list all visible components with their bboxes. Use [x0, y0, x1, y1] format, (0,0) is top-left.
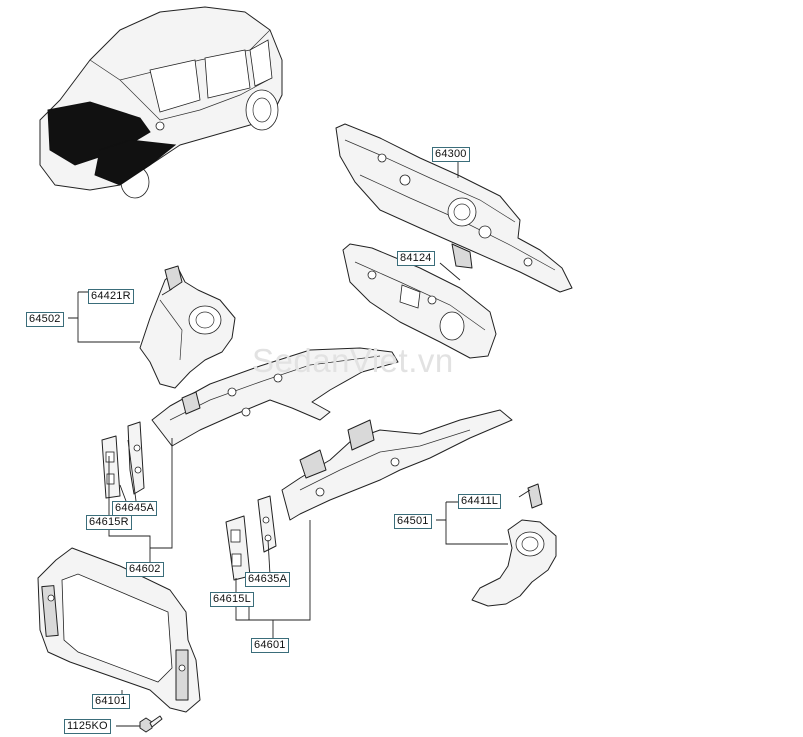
- front-side-member-rh-part: [151, 347, 399, 447]
- callout-64300[interactable]: 64300: [432, 147, 470, 162]
- callout-64501[interactable]: 64501: [394, 514, 432, 529]
- insulator-pad-part: [342, 243, 497, 359]
- callout-64635a[interactable]: 64635A: [245, 572, 291, 587]
- callout-64101[interactable]: 64101: [92, 694, 130, 709]
- bolt-part: [139, 715, 163, 733]
- front-bracket-rh-part: [101, 421, 145, 499]
- radiator-support-part: [37, 547, 201, 713]
- front-wheel-house-lh-part: [471, 483, 557, 607]
- callout-64411l[interactable]: 64411L: [458, 494, 502, 509]
- dash-panel-part: [335, 123, 573, 293]
- car-thumbnail: [39, 6, 283, 199]
- leader-lines: [68, 160, 531, 727]
- callout-84124[interactable]: 84124: [397, 251, 435, 266]
- callout-64502[interactable]: 64502: [26, 312, 64, 327]
- front-bracket-lh-part: [225, 495, 277, 581]
- callout-64615l[interactable]: 64615L: [210, 592, 254, 607]
- front-side-member-lh-part: [281, 409, 513, 521]
- watermark: SedanViet.vn: [252, 342, 454, 379]
- callout-64601[interactable]: 64601: [251, 638, 289, 653]
- front-wheel-house-rh-part: [139, 265, 236, 389]
- callout-64421r[interactable]: 64421R: [88, 289, 134, 304]
- callout-1125ko[interactable]: 1125KO: [64, 719, 111, 734]
- callout-64615r[interactable]: 64615R: [86, 515, 132, 530]
- callout-64645a[interactable]: 64645A: [112, 501, 158, 516]
- callout-64602[interactable]: 64602: [126, 562, 164, 577]
